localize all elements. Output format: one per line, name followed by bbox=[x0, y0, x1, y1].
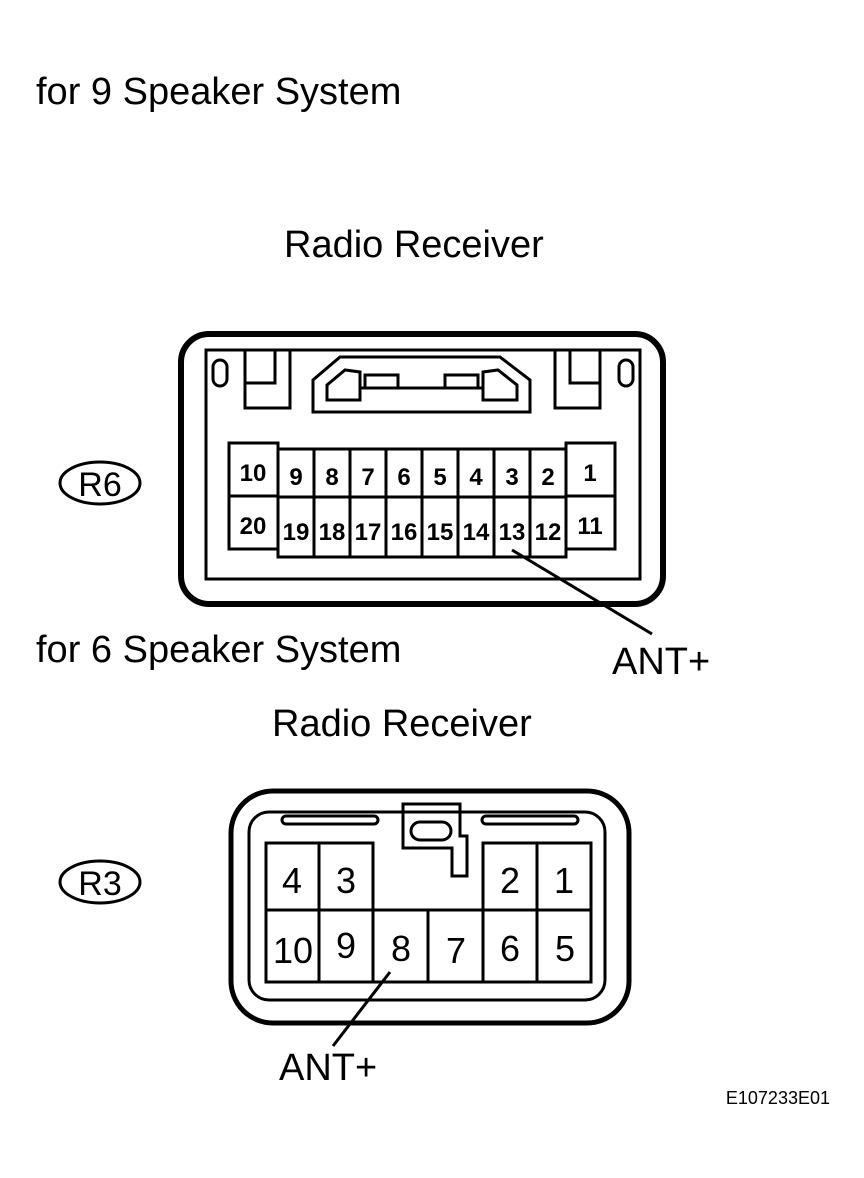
connector-r6-pins: 10 20 9 8 7 6 5 4 3 2 19 18 17 16 15 14 … bbox=[227, 441, 617, 559]
section-title-6-speaker: for 6 Speaker System bbox=[36, 629, 401, 671]
pin-label: 8 bbox=[325, 464, 338, 491]
connector-id-r6: R6 bbox=[78, 466, 121, 504]
pin-label: 8 bbox=[391, 928, 411, 969]
pin-label: 9 bbox=[336, 925, 356, 966]
pin-cell bbox=[535, 908, 593, 984]
figure-id: E107233E01 bbox=[726, 1088, 830, 1108]
pin-label: 1 bbox=[583, 460, 596, 487]
section-title-9-speaker: for 9 Speaker System bbox=[36, 71, 401, 113]
callout-leader-r3 bbox=[331, 971, 392, 1047]
connector-r3-pins: 4 3 2 1 10 9 8 7 6 5 bbox=[264, 841, 593, 984]
pin-cell bbox=[564, 494, 617, 551]
pin-label: 11 bbox=[577, 513, 602, 540]
pin-label: 1 bbox=[554, 860, 574, 901]
component-label-r6: Radio Receiver bbox=[284, 224, 544, 266]
pin-label: 20 bbox=[240, 513, 267, 540]
callout-label-r3: ANT+ bbox=[279, 1047, 377, 1089]
connector-r3-housing bbox=[228, 788, 632, 1026]
pin-label: 6 bbox=[397, 464, 410, 491]
pin-label: 2 bbox=[541, 464, 554, 491]
pin-label: 4 bbox=[469, 464, 483, 491]
pin-label: 12 bbox=[535, 519, 562, 546]
pin-label: 5 bbox=[433, 464, 446, 491]
callout-label-r6: ANT+ bbox=[612, 641, 710, 683]
pin-label: 5 bbox=[555, 928, 575, 969]
pin-label: 15 bbox=[427, 519, 454, 546]
connector-id-r3: R3 bbox=[78, 865, 121, 903]
pin-label: 16 bbox=[391, 519, 418, 546]
pin-label: 18 bbox=[319, 519, 346, 546]
pin-label: 3 bbox=[336, 860, 356, 901]
pin-label: 14 bbox=[463, 519, 490, 546]
pin-label: 7 bbox=[446, 930, 466, 971]
pin-label: 10 bbox=[240, 460, 267, 487]
pin-label: 13 bbox=[499, 519, 526, 546]
connector-r6-housing bbox=[178, 331, 666, 607]
callout-leader-r6 bbox=[511, 548, 653, 636]
connector-id-badge-r6: R6 bbox=[58, 460, 142, 506]
component-label-r3: Radio Receiver bbox=[272, 703, 532, 745]
pin-label: 4 bbox=[282, 860, 302, 901]
pin-label: 2 bbox=[500, 860, 520, 901]
pin-label: 9 bbox=[289, 464, 302, 491]
connector-id-badge-r3: R3 bbox=[58, 859, 142, 905]
pin-label: 7 bbox=[361, 464, 374, 491]
pin-label: 17 bbox=[355, 519, 382, 546]
pin-label: 10 bbox=[273, 930, 313, 971]
pin-label: 6 bbox=[500, 928, 520, 969]
pin-label: 19 bbox=[283, 519, 310, 546]
pin-label: 3 bbox=[505, 464, 518, 491]
